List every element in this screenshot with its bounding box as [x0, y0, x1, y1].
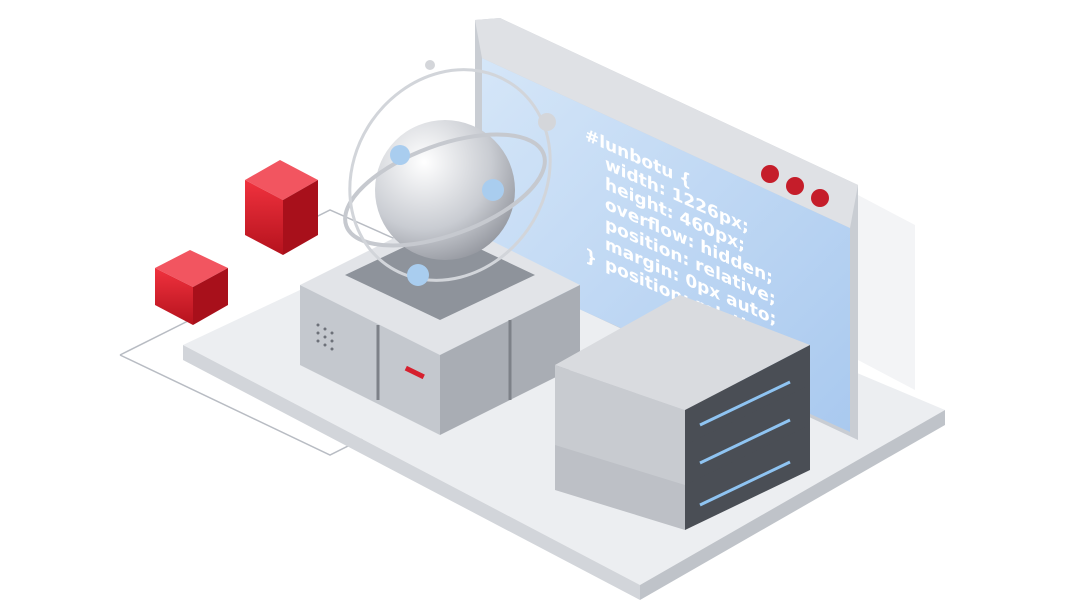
window-dot-3[interactable]	[811, 189, 829, 207]
window-buttons	[761, 165, 829, 207]
code-line: }	[585, 245, 597, 270]
electron	[482, 179, 504, 201]
server-unit-top	[555, 295, 810, 445]
electron	[390, 145, 410, 165]
electron	[538, 113, 556, 131]
vent-grille	[316, 323, 334, 351]
server-unit-bottom	[555, 420, 810, 530]
window-dot-1[interactable]	[761, 165, 779, 183]
window-dot-2[interactable]	[786, 177, 804, 195]
red-cube-small	[155, 250, 228, 325]
red-cube-large	[245, 160, 318, 255]
server-stack	[555, 295, 810, 530]
electron	[407, 264, 429, 286]
indicator-light	[404, 365, 425, 380]
electron	[425, 60, 435, 70]
atom-sphere	[343, 60, 556, 286]
window-shadow-panel	[858, 195, 915, 390]
server-unit-middle	[555, 380, 810, 485]
